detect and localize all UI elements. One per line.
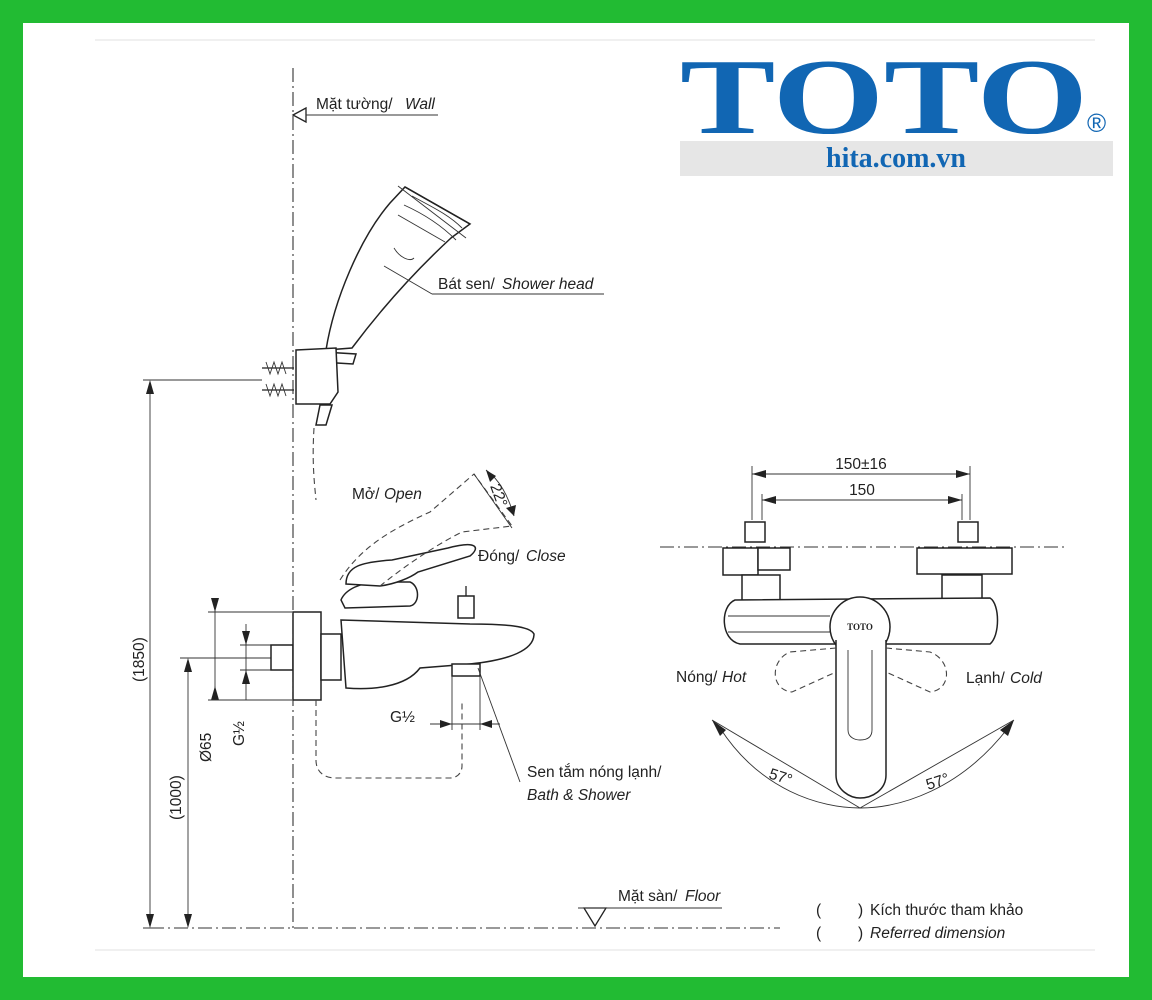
legend-paren-open-1: ( [816, 902, 822, 919]
legend: ( ) Kích thước tham khảo ( ) Referred di… [816, 902, 1023, 942]
legend-paren-close-2: ) [858, 925, 863, 942]
dim-150-16: 150±16 [751, 456, 971, 520]
front-logo: TOTO [847, 622, 873, 632]
legend-reference-vi: Kích thước tham khảo [870, 902, 1023, 919]
dim-inlet-thread-text: G½ [231, 721, 248, 746]
legend-paren-open-2: ( [816, 925, 822, 942]
dim-1850: (1850) [131, 379, 262, 929]
dim-outlet-thread-text: G½ [390, 709, 415, 726]
cold-label-vi: Lạnh/ [966, 670, 1005, 687]
wall-label-en: Wall [405, 96, 435, 113]
angle-left-text: 57° [767, 766, 795, 789]
close-label-vi: Đóng/ [478, 548, 520, 565]
legend-paren-close-1: ) [858, 902, 863, 919]
mixer-side-view [270, 473, 535, 779]
shower-head-label-en: Shower head [502, 276, 595, 293]
dim-1000: (1000) [168, 657, 320, 928]
dim-150-16-text: 150±16 [835, 456, 887, 473]
floor-label-en: Floor [685, 888, 721, 905]
mixer-front-view: TOTO [722, 521, 1013, 799]
open-label-en: Open [384, 486, 422, 503]
hot-label-en: Hot [722, 669, 747, 686]
dim-1850-text: (1850) [131, 637, 148, 682]
shower-holder [262, 347, 339, 405]
open-label-vi: Mở/ [352, 486, 380, 503]
dim-1000-text: (1000) [168, 775, 185, 820]
product-label-en: Bath & Shower [527, 787, 631, 804]
hot-label-vi: Nóng/ [676, 669, 718, 686]
close-label-en: Close [526, 548, 566, 565]
floor-callout: Mặt sàn/ Floor [578, 888, 722, 928]
product-label-vi: Sen tắm nóng lạnh/ [527, 764, 662, 781]
lever-angle: 22° [473, 469, 516, 529]
brand-block: TOTO ® hita.com.vn [680, 38, 1113, 176]
swing-angle: 57° 57° [711, 719, 1015, 809]
shower-head-label-vi: Bát sen/ [438, 276, 496, 293]
toto-logo: TOTO [680, 38, 1088, 157]
dim-diameter: Ø65 [198, 598, 292, 762]
dim-diameter-text: Ø65 [198, 733, 215, 762]
registered-mark: ® [1087, 108, 1106, 138]
cold-label-en: Cold [1010, 670, 1043, 687]
lever-angle-text: 22° [486, 482, 510, 510]
website-bar [680, 141, 1113, 176]
wall-callout: Mặt tường/ Wall [291, 96, 438, 124]
dim-inlet-thread: G½ [231, 624, 276, 746]
shower-head-callout: Bát sen/ Shower head [383, 265, 604, 295]
dim-outlet-thread: G½ [390, 676, 500, 730]
hand-shower [312, 185, 472, 501]
website-text[interactable]: hita.com.vn [826, 143, 966, 174]
angle-right-text: 57° [924, 770, 952, 793]
wall-label-vi: Mặt tường/ [316, 96, 393, 113]
floor-label-vi: Mặt sàn/ [618, 888, 678, 905]
product-callout: Sen tắm nóng lạnh/ Bath & Shower [477, 667, 662, 804]
legend-reference-en: Referred dimension [870, 925, 1005, 942]
dim-150-text: 150 [849, 482, 875, 499]
dim-150: 150 [761, 482, 963, 520]
